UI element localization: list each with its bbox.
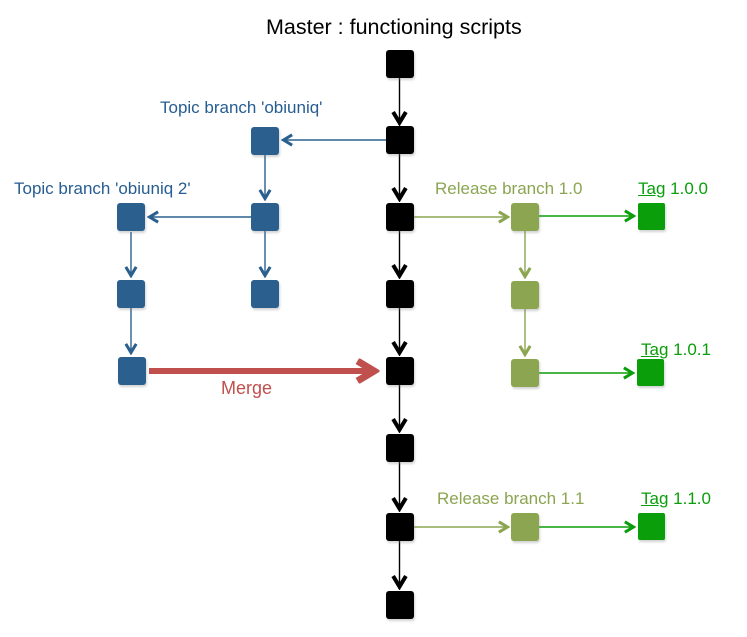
tag-1.1.0-label: Tag 1.1.0: [641, 489, 711, 509]
release10-commit-node-1: [511, 203, 539, 231]
obiuniq-commit-node-2: [251, 203, 279, 231]
master-commit-node-4: [386, 280, 414, 308]
topic-branch-obiuniq-label: Topic branch 'obiuniq': [160, 98, 323, 117]
master-commit-node-1: [386, 50, 414, 78]
tag-1.1.0-node: [638, 513, 665, 540]
tag-version: 1.0.1: [673, 340, 711, 359]
master-commit-node-5-merge: [386, 357, 414, 385]
release-branch-10-label: Release branch 1.0: [435, 179, 583, 198]
master-commit-node-3: [386, 203, 414, 231]
obiuniq2-commit-node-2: [117, 280, 145, 308]
release10-commit-node-3: [511, 359, 539, 387]
diagram-title: Master : functioning scripts: [266, 15, 522, 39]
obiuniq-commit-node-1: [251, 127, 279, 155]
tag-1.0.1-label: Tag 1.0.1: [641, 340, 711, 360]
tag-1.0.0-node: [638, 203, 665, 230]
tag-word: Tag: [638, 179, 666, 198]
obiuniq2-commit-node-3: [118, 357, 146, 385]
obiuniq-commit-node-3: [251, 280, 279, 308]
tag-version: 1.0.0: [670, 179, 708, 198]
master-commit-node-2: [386, 126, 414, 154]
master-commit-node-8: [386, 591, 414, 619]
release-branch-11-label: Release branch 1.1: [437, 489, 585, 508]
merge-label: Merge: [221, 378, 273, 398]
master-commit-node-6: [386, 434, 414, 462]
master-commit-node-7: [386, 513, 414, 541]
release10-commit-node-2: [511, 281, 539, 309]
obiuniq2-commit-node-1: [117, 203, 145, 231]
tag-1.0.0-label: Tag 1.0.0: [638, 179, 708, 199]
topic-branch-obiuniq2-label: Topic branch 'obiuniq 2': [14, 179, 191, 198]
tag-1.0.1-node: [637, 359, 664, 386]
tag-version: 1.1.0: [673, 489, 711, 508]
tag-word: Tag: [641, 489, 669, 508]
tag-word: Tag: [641, 340, 669, 359]
release11-commit-node-1: [511, 513, 539, 541]
